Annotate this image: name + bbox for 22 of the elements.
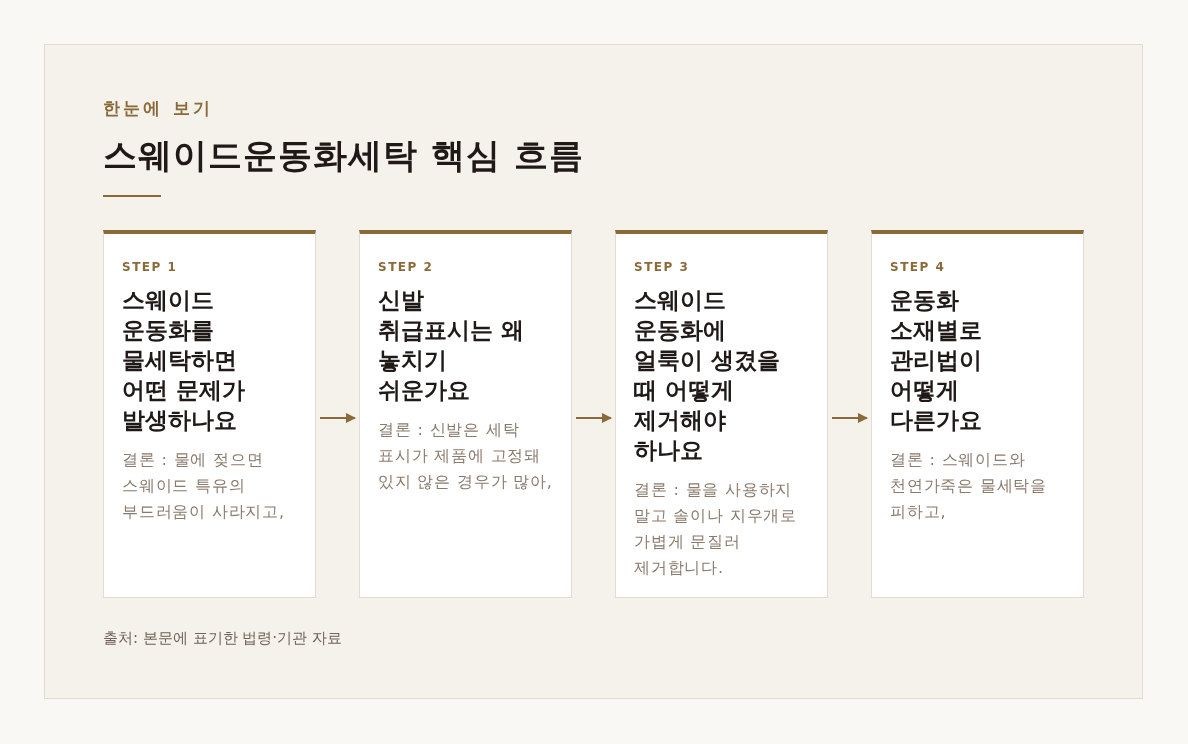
arrow xyxy=(319,413,356,423)
answer-text: 결론 : 스웨이드와 천연가죽은 물세탁을 피하고, xyxy=(890,449,1049,523)
source-note: 출처: 본문에 표기한 법령·기관 자료 xyxy=(103,628,342,648)
answer-text: 결론 : 물을 사용하지 말고 솔이나 지우개로 가볍게 문질러 제거합니다. xyxy=(634,479,798,579)
question-heading: 신발 취급표시는 왜 놓치기 쉬운가요 xyxy=(378,286,525,405)
arrow xyxy=(575,413,612,423)
question-heading: 운동화 소재별로 관리법이 어떻게 다른가요 xyxy=(890,286,983,435)
title: 스웨이드운동화세탁 핵심 흐름 xyxy=(103,134,584,176)
answer-text: 결론 : 신발은 세탁 표시가 제품에 고정돼 있지 않은 경우가 많아, xyxy=(378,419,553,493)
step-label: STEP 1 xyxy=(122,259,178,275)
eyebrow-label: 한눈에 보기 xyxy=(103,97,214,119)
step-card xyxy=(359,230,572,598)
arrow xyxy=(831,413,868,423)
step-label: STEP 2 xyxy=(378,259,434,275)
answer-text: 결론 : 물에 젖으면 스웨이드 특유의 부드러움이 사라지고, xyxy=(122,449,286,523)
question-heading: 스웨이드 운동화에 얼룩이 생겼을 때 어떻게 제거해야 하나요 xyxy=(634,286,781,465)
question-heading: 스웨이드 운동화를 물세탁하면 어떤 문제가 발생하나요 xyxy=(122,286,246,435)
step-label: STEP 4 xyxy=(890,259,946,275)
step-label: STEP 3 xyxy=(634,259,690,275)
step-card xyxy=(103,230,316,598)
step-card xyxy=(871,230,1084,598)
step-card xyxy=(615,230,828,598)
